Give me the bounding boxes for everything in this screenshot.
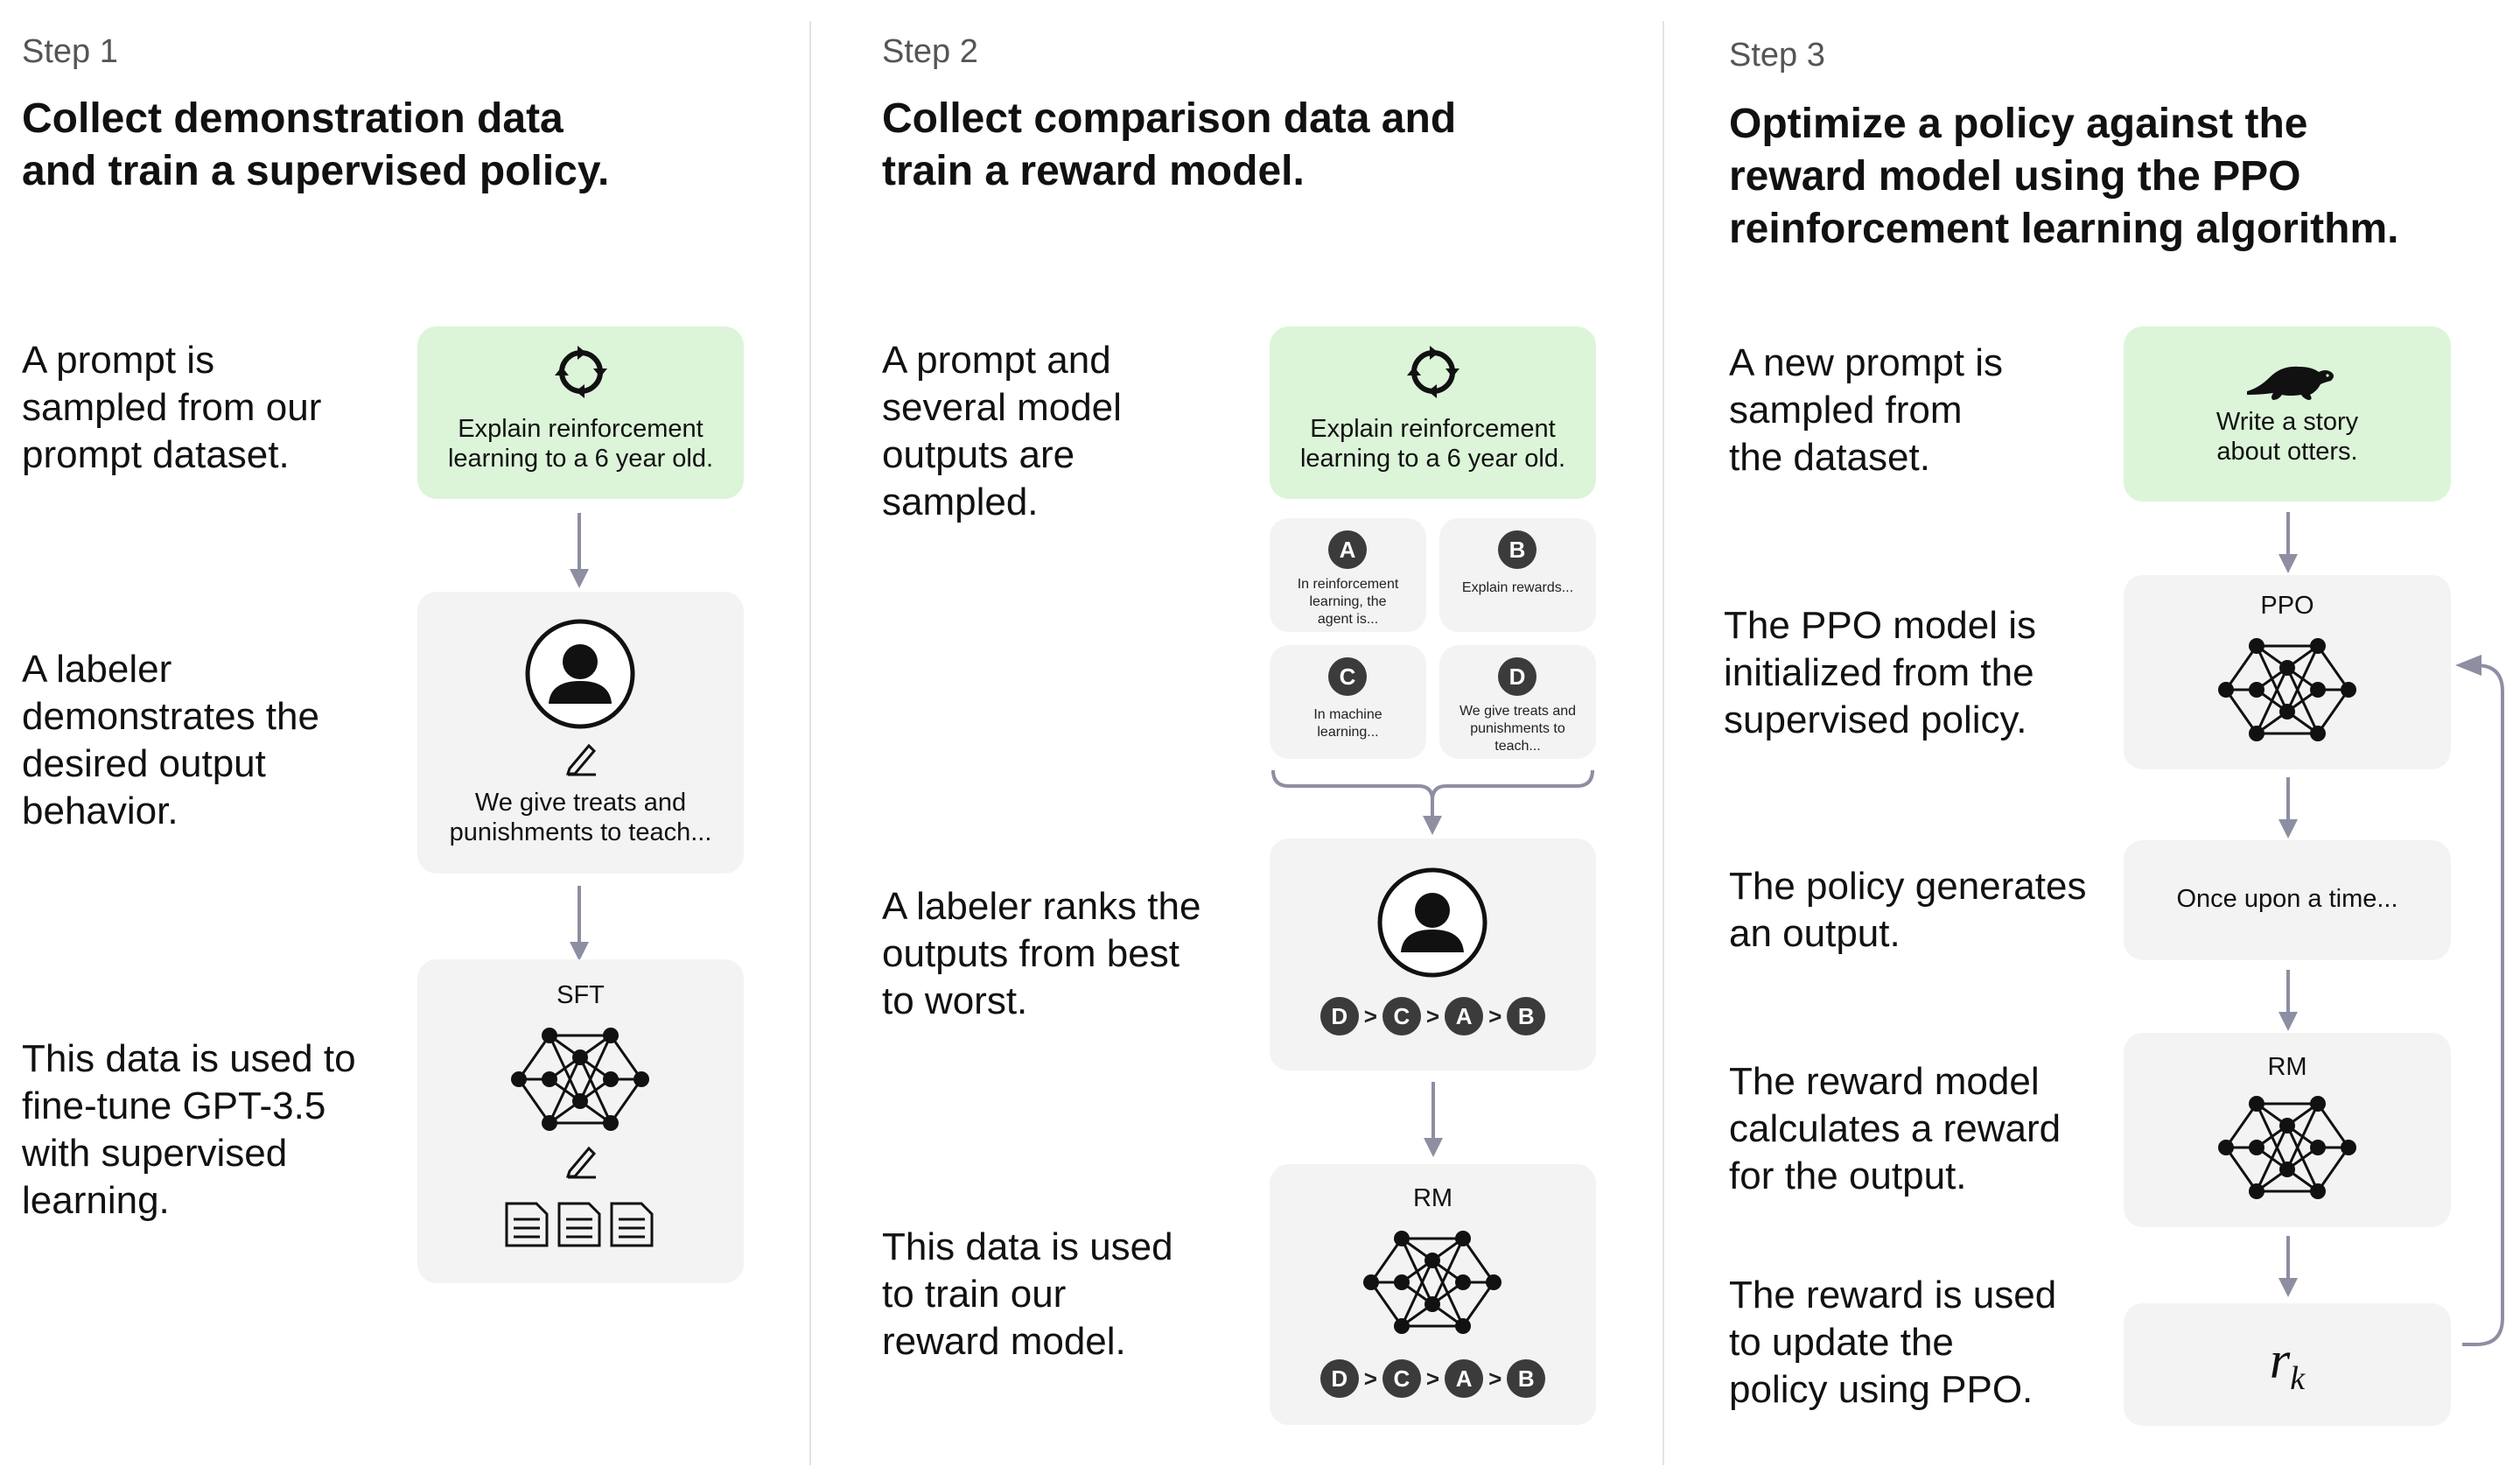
step3-title: Optimize a policy against the reward mod… [1729, 101, 2399, 252]
refresh-icon [555, 346, 607, 398]
step3-rm-card: RM [2124, 1033, 2451, 1227]
arrow-down [2278, 777, 2298, 839]
step1-sft-card: SFT [417, 959, 744, 1283]
pencil-icon [565, 1146, 597, 1179]
sft-label: SFT [556, 981, 605, 1009]
reward-symbol: rk [2269, 1331, 2306, 1397]
ranking-row: D> C> A> B [1270, 1358, 1596, 1399]
neural-network-icon [2218, 1096, 2356, 1199]
badge-d: D [1498, 657, 1536, 696]
neural-network-icon [2218, 638, 2356, 741]
person-icon [525, 619, 635, 729]
badge-a: A [1328, 530, 1367, 569]
arrow-down [2278, 1236, 2298, 1297]
step2-title: Collect comparison data and train a rewa… [882, 95, 1457, 194]
person-icon [1377, 867, 1488, 978]
output-card-b: B Explain rewards... [1439, 518, 1596, 632]
feedback-loop-arrow [2455, 655, 2504, 1346]
document-icon [505, 1202, 654, 1247]
rm-label: RM [2267, 1053, 2307, 1081]
pencil-icon [565, 743, 597, 776]
ranking-row: D> C> A> B [1270, 996, 1596, 1036]
rm-label: RM [1412, 1184, 1453, 1212]
arrow-down [2278, 970, 2298, 1031]
step3-reward-card: rk [2124, 1303, 2451, 1426]
badge-b: B [1498, 530, 1536, 569]
output-text: Once upon a time... [2176, 885, 2398, 913]
column-divider-1 [809, 21, 811, 1465]
arrow-down [1424, 1082, 1443, 1157]
otter-icon [2247, 366, 2334, 400]
column-divider-2 [1662, 21, 1664, 1465]
refresh-icon [1407, 346, 1460, 398]
step2-ranking-card: D> C> A> B [1270, 839, 1596, 1070]
brace-arrow [1271, 769, 1594, 835]
arrow-down [570, 886, 589, 961]
step2-rm-card: RM D> C> A> B [1270, 1164, 1596, 1425]
step3-label: Step 3 [1729, 37, 1825, 74]
step1-title: Collect demonstration data and train a s… [22, 95, 610, 194]
badge-c: C [1328, 657, 1367, 696]
step1-label: Step 1 [22, 33, 118, 70]
step3-ppo-card: PPO [2124, 575, 2451, 769]
step2-label: Step 2 [882, 33, 978, 70]
neural-network-icon [1363, 1231, 1502, 1334]
neural-network-icon [511, 1028, 649, 1131]
ppo-label: PPO [2260, 592, 2314, 620]
step3-output-card: Once upon a time... [2124, 840, 2451, 960]
arrow-down [570, 513, 589, 588]
arrow-down [2278, 512, 2298, 573]
